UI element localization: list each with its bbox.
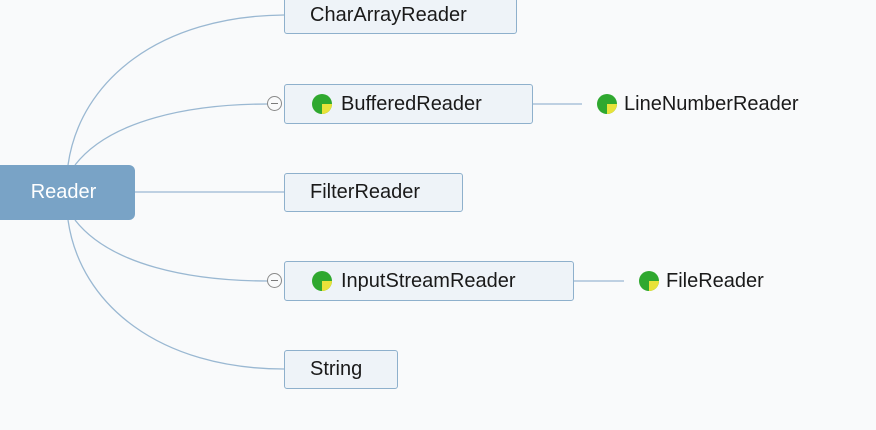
node-label: FilterReader <box>310 181 421 203</box>
node-filterreader[interactable]: FilterReader <box>284 173 463 212</box>
class-icon <box>312 271 332 291</box>
connector-reader-string <box>67 219 285 370</box>
node-label: BufferedReader <box>341 92 482 115</box>
node-linenumberreader[interactable]: LineNumberReader <box>596 92 799 116</box>
node-chararrayreader[interactable]: CharArrayReader <box>284 0 517 34</box>
node-label: CharArrayReader <box>310 3 467 26</box>
class-icon <box>639 271 659 291</box>
root-node-label: Reader <box>30 181 97 203</box>
node-string[interactable]: String <box>284 350 398 389</box>
collapse-toggle-bufferedreader[interactable] <box>267 96 282 111</box>
node-label: FileReader <box>666 269 764 292</box>
node-inputstreamreader[interactable]: InputStreamReader <box>284 261 574 301</box>
connector-reader-inputstreamreader <box>74 219 269 282</box>
root-node-reader[interactable]: Reader <box>0 165 135 220</box>
class-icon <box>597 94 617 114</box>
node-label: LineNumberReader <box>624 92 799 115</box>
connector-reader-bufferedreader <box>74 103 269 166</box>
node-label: InputStreamReader <box>341 269 516 292</box>
class-icon <box>312 94 332 114</box>
connector-reader-chararrayreader <box>67 14 285 166</box>
node-filereader[interactable]: FileReader <box>638 269 764 293</box>
collapse-toggle-inputstreamreader[interactable] <box>267 273 282 288</box>
node-bufferedreader[interactable]: BufferedReader <box>284 84 533 124</box>
node-label: String <box>310 358 363 380</box>
